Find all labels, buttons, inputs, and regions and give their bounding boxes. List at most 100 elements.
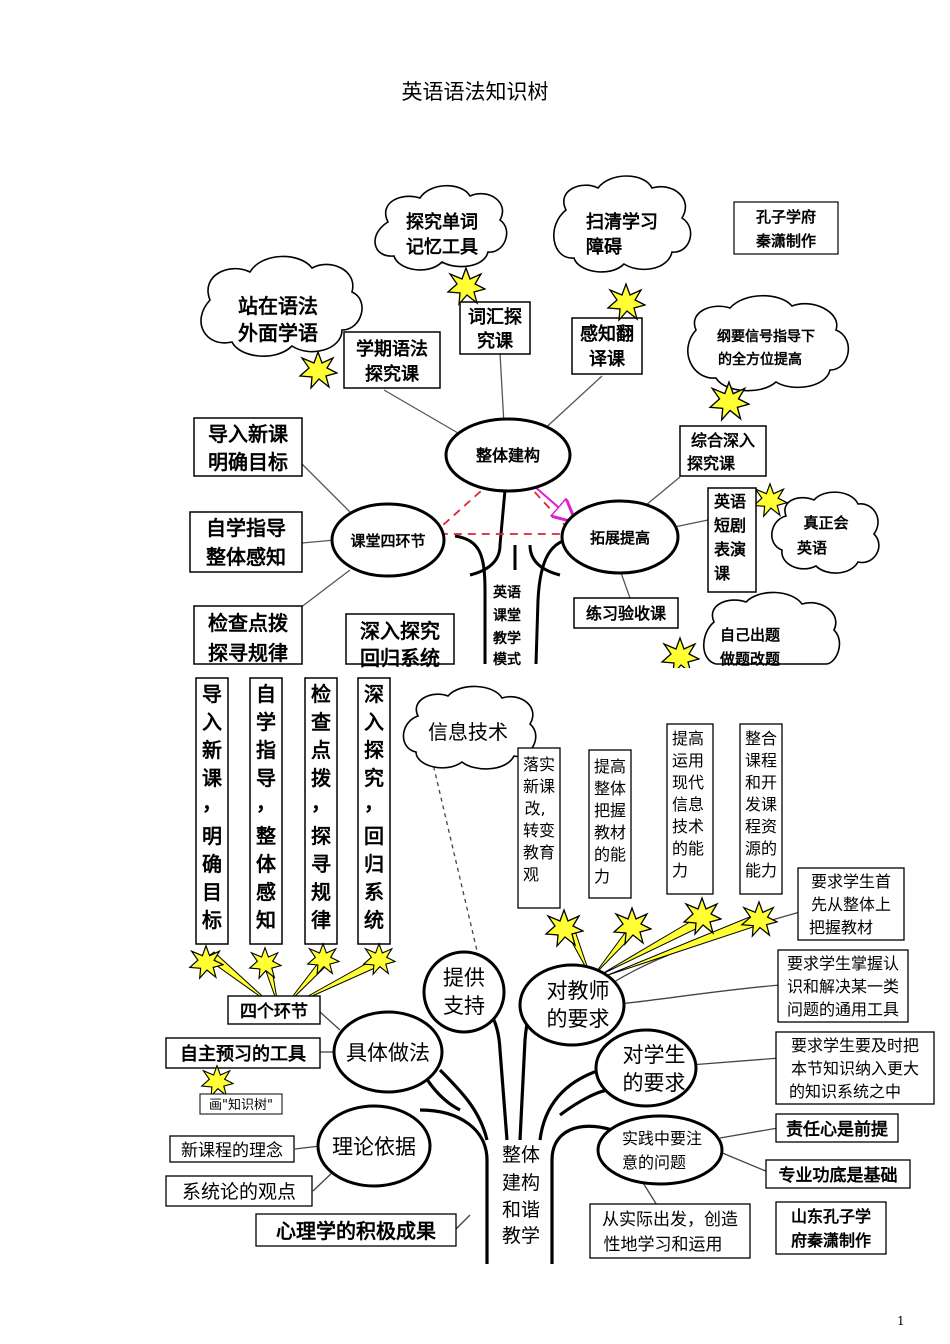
diagram-label: 查 [311, 710, 331, 734]
diagram-label: 提供 [443, 966, 485, 990]
diagram-label: 学期语法 [356, 338, 428, 360]
tree2-rays [205, 915, 757, 1006]
label-four-steps: 四个环节 [227, 995, 321, 1025]
left-box-self-study: 自学指导 整体感知 [189, 511, 303, 573]
cloud-obstacles: 扫清学习 障碍 [553, 175, 692, 273]
student-req-2: 要求学生掌握认 识和解决某一类 问题的通用工具 [777, 949, 909, 1023]
teacher-box-4: 整合 课程 和开 发课 程资 源的 能力 [739, 723, 783, 895]
diagram-label: 扫清学习 [586, 211, 658, 233]
diagram-label: 做题改题 [719, 650, 781, 668]
diagram-label: 探究课 [365, 363, 420, 385]
diagram-label: 探 [364, 738, 384, 762]
document-title: 英语语法知识树 [401, 80, 549, 104]
diagram-label: 技术 [672, 817, 704, 836]
diagram-label: 四个环节 [240, 1001, 308, 1022]
tree2-credit: 山东孔子学 府秦潇制作 [775, 1201, 887, 1255]
diagram-label: 程资 [745, 817, 777, 836]
diagram-label: 理论依据 [332, 1135, 416, 1159]
cloud-vocab: 探究单词 记忆工具 [374, 185, 508, 271]
diagram-label: 和开 [745, 773, 777, 792]
diagram-label: 障碍 [586, 236, 622, 258]
diagram-label: 外面学语 [238, 321, 318, 345]
diagram-label: 明 [202, 824, 222, 848]
diagram-label: 明确目标 [208, 450, 288, 474]
vertical-step-2: 自 学 指 导 ， 整 体 感 知 [249, 677, 283, 945]
diagram-label: 纲要信号指导下 [717, 328, 815, 345]
diagram-label: 意的问题 [622, 1153, 686, 1172]
diagram-label: 提高 [672, 729, 704, 748]
diagram-label: ， [311, 791, 331, 815]
diagram-label: 孔子学府 [756, 208, 816, 226]
diagram-label: 入 [364, 710, 384, 734]
diagram-label: 深入探究 [360, 619, 440, 643]
diagram-label: 的能 [672, 839, 704, 858]
diagram-label: 标 [202, 908, 222, 932]
diagram-label: 译课 [589, 349, 626, 370]
diagram-label: 的要求 [547, 1007, 610, 1031]
diagram-label: 综合深入 [691, 431, 755, 450]
diagram-label: ， [256, 791, 276, 815]
attention-item-2: 专业功底是基础 [765, 1159, 911, 1189]
diagram-label: 观 [523, 865, 539, 884]
diagram-label: 的能 [594, 845, 626, 864]
diagram-label: 点 [311, 738, 331, 762]
diagram-label: 课堂 [493, 607, 521, 624]
oval-method: 具体做法 [332, 1010, 444, 1094]
diagram-label: 府秦潇制作 [791, 1231, 871, 1250]
diagram-label: 确 [202, 852, 222, 876]
diagram-label: 表演 [713, 540, 746, 559]
diagram-label: 课 [714, 564, 731, 583]
right-box-deep: 综合深入 探究课 [679, 425, 767, 477]
diagram-label: 的要求 [623, 1071, 686, 1095]
diagram-label: 自己出题 [720, 626, 781, 644]
diagram-label: 指 [256, 738, 276, 762]
diagram-label: 秦潇制作 [755, 232, 816, 250]
diagram-label: 问题的通用工具 [787, 1000, 899, 1019]
diagram-label: 检查点拨 [208, 611, 289, 635]
tree1-credit: 孔子学府 秦潇制作 [733, 201, 839, 255]
label-psychology: 心理学的积极成果 [255, 1213, 457, 1247]
diagram-label: 整 [255, 824, 276, 848]
vertical-step-1: 导 入 新 课 ， 明 确 目 标 [195, 677, 229, 945]
diagram-label: 把握教材 [809, 918, 873, 937]
diagram-label: 教育 [523, 843, 555, 862]
center-label: 整体建构 [475, 446, 540, 465]
diagram-label: 模式 [493, 651, 521, 668]
right-box-drama: 英语 短剧 表演 课 [707, 487, 757, 593]
diagram-label: 探究单词 [406, 211, 478, 233]
diagram-label: 感 [256, 880, 276, 904]
student-req-3: 要求学生要及时把 本节知识纳入更大 的知识系统之中 [775, 1031, 935, 1105]
four-steps-label: 课堂四环节 [350, 532, 425, 550]
label-preview-tool: 自主预习的工具 [165, 1037, 321, 1069]
diagram-label: 教学 [502, 1225, 540, 1247]
diagram-label: 回归系统 [360, 646, 440, 670]
diagram-label: 统 [364, 908, 384, 932]
diagram-label: 回 [364, 824, 384, 848]
diagram-label: ， [202, 791, 222, 815]
vertical-step-3: 检 查 点 拨 ， 探 寻 规 律 [304, 677, 338, 945]
diagram-label: 力 [594, 867, 610, 886]
diagram-label: 性地学习和运用 [604, 1235, 723, 1255]
diagram-label: 运用 [672, 751, 704, 770]
diagram-label: 词汇探 [468, 306, 523, 328]
diagram-label: 导 [202, 682, 222, 706]
top-box-grammar: 学期语法 探究课 [343, 331, 441, 389]
diagram-label: 感知翻 [580, 323, 634, 345]
diagram-label: 究 [364, 766, 384, 790]
attention-item-1: 责任心是前提 [775, 1113, 899, 1143]
oval-student-req: 对学生 的要求 [594, 1028, 698, 1108]
diagram-label: 具体做法 [346, 1041, 430, 1065]
tree1-diagram: 整体建构 课堂四环节 拓展提高 英语 课堂 教学 模式 学期语法 探究课 词汇探… [106, 137, 898, 675]
diagram-label: 把握 [594, 801, 626, 820]
diagram-label: 建构 [502, 1172, 540, 1194]
teacher-box-2: 提高 整体 把握 教材 的能 力 [588, 749, 632, 899]
oval-extend [560, 499, 680, 575]
diagram-label: 整体 [502, 1144, 540, 1166]
cloud-outline-signal: 纲要信号指导下 的全方位提高 [687, 295, 850, 392]
diagram-label: 力 [672, 861, 688, 880]
diagram-label: 系 [364, 880, 384, 904]
diagram-label: 自学指导 [206, 516, 286, 540]
diagram-label: 要求学生掌握认 [787, 954, 899, 973]
diagram-label: 探 [311, 824, 331, 848]
diagram-label: 学 [256, 710, 276, 734]
